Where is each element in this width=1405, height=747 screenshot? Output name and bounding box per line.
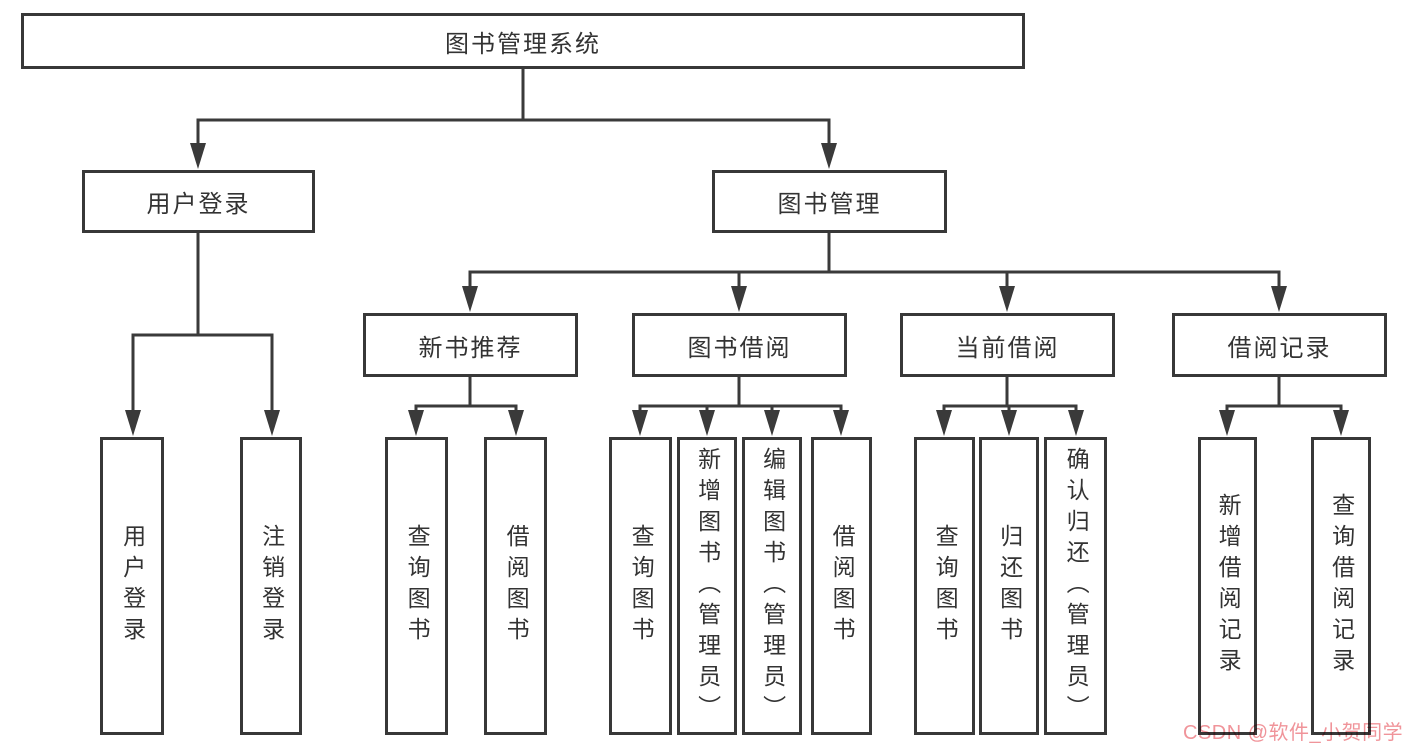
leaf-add-book-admin: 新增图书（管理员） bbox=[677, 437, 737, 735]
node-current-borrow-label: 当前借阅 bbox=[955, 334, 1060, 362]
arrow-down-icon bbox=[999, 286, 1015, 312]
node-new-book-recommend-label: 新书推荐 bbox=[418, 334, 523, 362]
node-user-login: 用户登录 bbox=[82, 170, 315, 233]
node-borrow-records: 借阅记录 bbox=[1172, 313, 1387, 377]
leaf-edit-book-admin: 编辑图书（管理员） bbox=[742, 437, 802, 735]
node-book-borrow: 图书借阅 bbox=[632, 313, 847, 377]
leaf-add-book-admin-label: 新增图书（管理员） bbox=[694, 446, 721, 726]
arrow-down-icon bbox=[125, 410, 141, 436]
leaf-logout-label: 注销登录 bbox=[258, 524, 285, 648]
leaf-query-borrow-record: 查询借阅记录 bbox=[1311, 437, 1371, 735]
leaf-return-books-label: 归还图书 bbox=[996, 524, 1023, 648]
leaf-query-books-current: 查询图书 bbox=[914, 437, 975, 735]
connector-root-bar bbox=[196, 118, 831, 147]
leaf-confirm-return-admin: 确认归还（管理员） bbox=[1044, 437, 1107, 735]
leaf-user-login: 用户登录 bbox=[100, 437, 164, 735]
node-book-borrow-label: 图书借阅 bbox=[687, 334, 792, 362]
arrow-down-icon bbox=[190, 143, 206, 169]
leaf-return-books: 归还图书 bbox=[979, 437, 1039, 735]
leaf-query-borrow-record-label: 查询借阅记录 bbox=[1328, 493, 1355, 679]
connector-new-book-bar bbox=[414, 404, 518, 413]
arrow-down-icon bbox=[1001, 410, 1017, 436]
leaf-query-books-recommend-label: 查询图书 bbox=[404, 524, 431, 648]
arrow-down-icon bbox=[833, 410, 849, 436]
leaf-query-books-borrow-label: 查询图书 bbox=[628, 524, 655, 648]
leaf-logout: 注销登录 bbox=[240, 437, 302, 735]
leaf-borrow-books: 借阅图书 bbox=[811, 437, 872, 735]
arrow-down-icon bbox=[462, 286, 478, 312]
connector-user-login-bar bbox=[131, 333, 274, 413]
leaf-borrow-books-recommend: 借阅图书 bbox=[484, 437, 547, 735]
arrow-down-icon bbox=[821, 143, 837, 169]
leaf-borrow-books-label: 借阅图书 bbox=[829, 524, 856, 648]
leaf-user-login-label: 用户登录 bbox=[119, 524, 146, 648]
arrow-down-icon bbox=[731, 286, 747, 312]
connector-book-mgmt-bar bbox=[468, 270, 1281, 290]
csdn-watermark: CSDN @软件_小贺同学 bbox=[1183, 722, 1404, 744]
leaf-query-books-recommend: 查询图书 bbox=[385, 437, 448, 735]
arrow-down-icon bbox=[264, 410, 280, 436]
node-root-label: 图书管理系统 bbox=[445, 30, 601, 58]
arrow-down-icon bbox=[1219, 410, 1235, 436]
arrow-down-icon bbox=[408, 410, 424, 436]
node-book-management-label: 图书管理 bbox=[777, 191, 882, 218]
arrow-down-icon bbox=[1333, 410, 1349, 436]
node-user-login-label: 用户登录 bbox=[146, 191, 251, 218]
connector-borrow-records-bar bbox=[1225, 404, 1343, 413]
leaf-edit-book-admin-label: 编辑图书（管理员） bbox=[759, 446, 786, 726]
leaf-query-books-borrow: 查询图书 bbox=[609, 437, 672, 735]
leaf-query-books-current-label: 查询图书 bbox=[932, 524, 959, 648]
arrow-down-icon bbox=[1068, 410, 1084, 436]
node-root: 图书管理系统 bbox=[21, 13, 1025, 69]
leaf-borrow-books-recommend-label: 借阅图书 bbox=[503, 524, 530, 648]
arrow-down-icon bbox=[764, 410, 780, 436]
node-current-borrow: 当前借阅 bbox=[900, 313, 1115, 377]
arrow-down-icon bbox=[632, 410, 648, 436]
arrow-down-icon bbox=[936, 410, 952, 436]
leaf-confirm-return-admin-label: 确认归还（管理员） bbox=[1063, 446, 1090, 726]
node-book-management: 图书管理 bbox=[712, 170, 947, 233]
leaf-add-borrow-record-label: 新增借阅记录 bbox=[1215, 493, 1242, 679]
arrow-down-icon bbox=[508, 410, 524, 436]
connector-book-borrow-bar bbox=[638, 404, 843, 413]
node-borrow-records-label: 借阅记录 bbox=[1227, 334, 1332, 362]
node-new-book-recommend: 新书推荐 bbox=[363, 313, 578, 377]
arrow-down-icon bbox=[699, 410, 715, 436]
arrow-down-icon bbox=[1271, 286, 1287, 312]
leaf-add-borrow-record: 新增借阅记录 bbox=[1198, 437, 1257, 735]
